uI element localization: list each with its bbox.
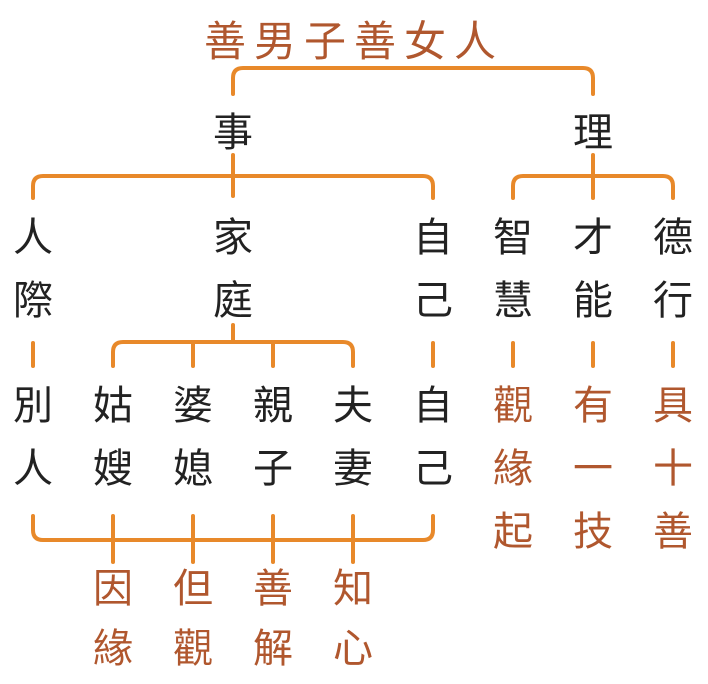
connector-family-roles bbox=[111, 340, 355, 368]
node-shi: 事 bbox=[213, 110, 253, 156]
connector-bottom-bracket bbox=[31, 514, 435, 542]
node-li: 理 bbox=[573, 110, 613, 156]
diagram-title: 善男子善女人 bbox=[203, 17, 504, 66]
connector-title-to-shi-li bbox=[231, 66, 595, 96]
